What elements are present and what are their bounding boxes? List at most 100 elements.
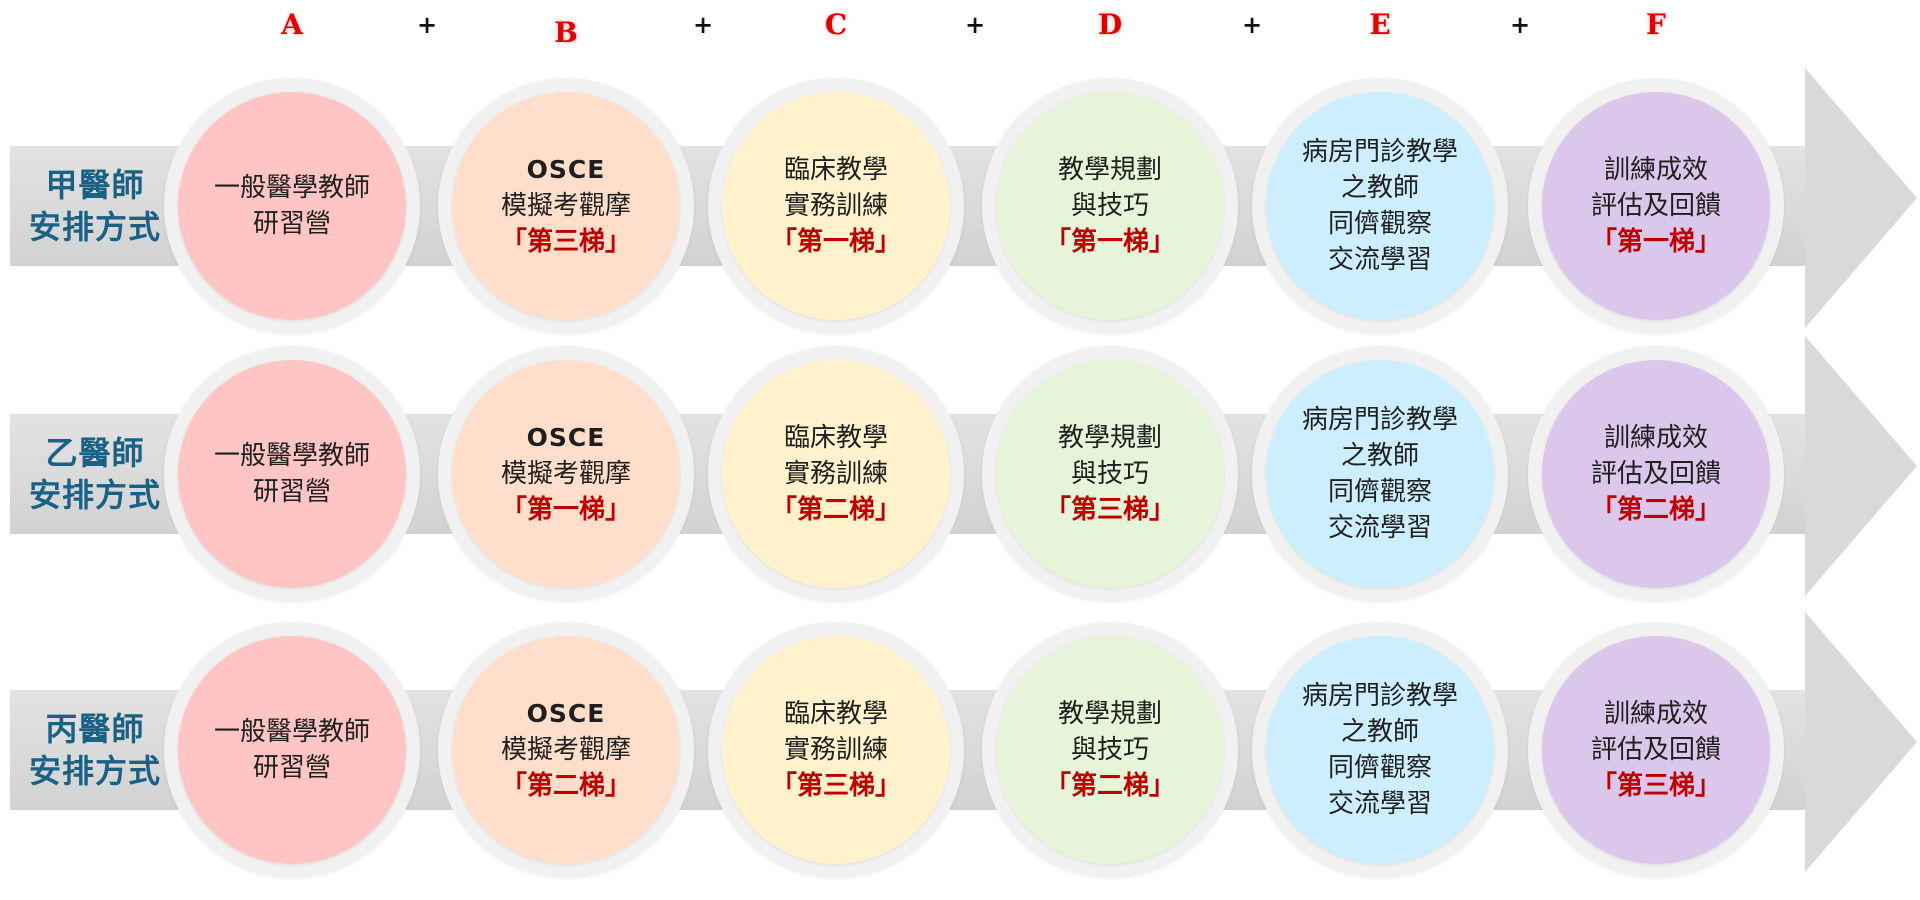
course-circle-b: OSCE 模擬考觀摩「第三梯」 xyxy=(452,92,680,320)
column-letter-c: C xyxy=(824,8,848,41)
column-letter-f: F xyxy=(1646,8,1666,41)
course-circle-a: 一般醫學教師研習營 xyxy=(178,92,406,320)
circle-halo: 臨床教學實務訓練「第一梯」 xyxy=(708,78,964,334)
course-name-line: 教學規劃 xyxy=(1057,155,1162,185)
course-name-line: 訓練成效 xyxy=(1603,699,1708,729)
course-name-line: 訓練成效 xyxy=(1603,155,1708,185)
arrowhead-icon xyxy=(1805,336,1917,596)
circle-halo: 一般醫學教師研習營 xyxy=(164,78,420,334)
plus-sign: + xyxy=(1509,10,1531,39)
course-name-line: 評估及回饋 xyxy=(1590,735,1721,765)
course-name-line: 與技巧 xyxy=(1070,191,1149,221)
course-name-line: 同儕觀察 xyxy=(1327,209,1432,239)
course-name-line: 同儕觀察 xyxy=(1327,477,1432,507)
row-label-line: 安排方式 xyxy=(28,752,161,790)
course-circle-e: 病房門診教學之教師同儕觀察交流學習 xyxy=(1266,360,1494,588)
circle-halo: 一般醫學教師研習營 xyxy=(164,622,420,878)
circle-halo: 訓練成效評估及回饋「第二梯」 xyxy=(1528,346,1784,602)
course-name-line: 一般醫學教師 xyxy=(213,441,370,471)
course-name-line: 臨床教學 xyxy=(783,423,888,453)
course-name-line: 評估及回饋 xyxy=(1590,459,1721,489)
course-circle-f: 訓練成效評估及回饋「第二梯」 xyxy=(1542,360,1770,588)
course-name-line: 交流學習 xyxy=(1327,789,1432,819)
session-tier: 「第三梯」 xyxy=(1044,495,1175,525)
row-label-line: 丙醫師 xyxy=(45,710,145,748)
row-label-line: 甲醫師 xyxy=(45,166,145,204)
course-circle-a: 一般醫學教師研習營 xyxy=(178,636,406,864)
course-name-line: 實務訓練 xyxy=(783,735,888,765)
course-code: OSCE xyxy=(526,423,606,452)
session-tier: 「第三梯」 xyxy=(1590,771,1721,801)
plus-sign: + xyxy=(964,10,986,39)
course-name-line: 一般醫學教師 xyxy=(213,717,370,747)
course-name-line: 之教師 xyxy=(1340,173,1419,203)
plus-sign: + xyxy=(1241,10,1263,39)
row-label-line: 乙醫師 xyxy=(45,434,145,472)
course-circle-c: 臨床教學實務訓練「第二梯」 xyxy=(722,360,950,588)
course-circle-d: 教學規劃與技巧「第二梯」 xyxy=(996,636,1224,864)
course-name-line: 之教師 xyxy=(1340,441,1419,471)
course-name-line: 臨床教學 xyxy=(783,699,888,729)
circle-halo: 訓練成效評估及回饋「第一梯」 xyxy=(1528,78,1784,334)
circle-halo: 臨床教學實務訓練「第三梯」 xyxy=(708,622,964,878)
circle-halo: 病房門診教學之教師同儕觀察交流學習 xyxy=(1252,78,1508,334)
column-letter-e: E xyxy=(1369,8,1391,41)
course-name-line: 病房門診教學 xyxy=(1301,405,1458,435)
course-name-line: 研習營 xyxy=(252,477,331,507)
doctor-row: 甲醫師安排方式一般醫學教師研習營 OSCE 模擬考觀摩「第三梯」 臨床教學實務訓練「第… xyxy=(0,68,1920,334)
course-name-line: 教學規劃 xyxy=(1057,423,1162,453)
course-name-line: 模擬考觀摩 xyxy=(500,191,631,221)
session-tier: 「第二梯」 xyxy=(770,495,901,525)
course-code: OSCE xyxy=(526,699,606,728)
session-tier: 「第一梯」 xyxy=(1590,227,1721,257)
session-tier: 「第二梯」 xyxy=(500,771,631,801)
session-tier: 「第一梯」 xyxy=(1044,227,1175,257)
course-name-line: 與技巧 xyxy=(1070,735,1149,765)
circle-halo: 臨床教學實務訓練「第二梯」 xyxy=(708,346,964,602)
course-name-line: 同儕觀察 xyxy=(1327,753,1432,783)
course-name-line: 實務訓練 xyxy=(783,191,888,221)
course-circle-d: 教學規劃與技巧「第三梯」 xyxy=(996,360,1224,588)
session-tier: 「第二梯」 xyxy=(1044,771,1175,801)
session-tier: 「第三梯」 xyxy=(500,227,631,257)
course-name-line: 教學規劃 xyxy=(1057,699,1162,729)
row-label: 乙醫師安排方式 xyxy=(10,414,180,534)
circle-halo: OSCE 模擬考觀摩「第三梯」 xyxy=(438,78,694,334)
column-letter-a: A xyxy=(281,8,303,41)
circle-halo: 病房門診教學之教師同儕觀察交流學習 xyxy=(1252,622,1508,878)
course-name-line: 研習營 xyxy=(252,753,331,783)
course-circle-c: 臨床教學實務訓練「第一梯」 xyxy=(722,92,950,320)
course-name-line: 病房門診教學 xyxy=(1301,681,1458,711)
circle-halo: 病房門診教學之教師同儕觀察交流學習 xyxy=(1252,346,1508,602)
circle-halo: 教學規劃與技巧「第三梯」 xyxy=(982,346,1238,602)
session-tier: 「第一梯」 xyxy=(770,227,901,257)
row-label-line: 安排方式 xyxy=(28,476,161,514)
circle-halo: OSCE 模擬考觀摩「第二梯」 xyxy=(438,622,694,878)
row-label-line: 安排方式 xyxy=(28,208,161,246)
course-name-line: 研習營 xyxy=(252,209,331,239)
course-name-line: 訓練成效 xyxy=(1603,423,1708,453)
row-label: 甲醫師安排方式 xyxy=(10,146,180,266)
course-name-line: 之教師 xyxy=(1340,717,1419,747)
course-name-line: 臨床教學 xyxy=(783,155,888,185)
course-name-line: 交流學習 xyxy=(1327,513,1432,543)
row-label: 丙醫師安排方式 xyxy=(10,690,180,810)
arrowhead-icon xyxy=(1805,68,1917,328)
course-name-line: 實務訓練 xyxy=(783,459,888,489)
circle-halo: 訓練成效評估及回饋「第三梯」 xyxy=(1528,622,1784,878)
course-name-line: 模擬考觀摩 xyxy=(500,459,631,489)
course-code: OSCE xyxy=(526,155,606,184)
course-name-line: 病房門診教學 xyxy=(1301,137,1458,167)
course-circle-f: 訓練成效評估及回饋「第三梯」 xyxy=(1542,636,1770,864)
circle-halo: 教學規劃與技巧「第二梯」 xyxy=(982,622,1238,878)
course-name-line: 模擬考觀摩 xyxy=(500,735,631,765)
plus-sign: + xyxy=(692,10,714,39)
course-circle-a: 一般醫學教師研習營 xyxy=(178,360,406,588)
course-name-line: 評估及回饋 xyxy=(1590,191,1721,221)
session-tier: 「第三梯」 xyxy=(770,771,901,801)
course-circle-b: OSCE 模擬考觀摩「第二梯」 xyxy=(452,636,680,864)
course-name-line: 交流學習 xyxy=(1327,245,1432,275)
